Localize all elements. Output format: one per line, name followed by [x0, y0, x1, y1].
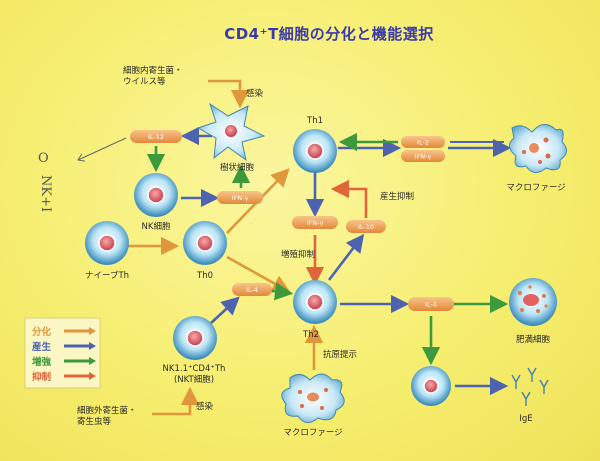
svg-text:IFN-γ: IFN-γ — [415, 153, 432, 161]
cytokine-ifng-right: IFN-γ — [401, 150, 445, 162]
il10-suppress-arrow — [330, 179, 368, 218]
th1-label: Th1 — [306, 116, 323, 126]
infection-bottom-arrow — [152, 386, 200, 416]
th2-to-il10-arrow — [327, 233, 365, 281]
nkt-to-il4-arrow — [210, 296, 240, 324]
macrophage-right: マクロファージ — [506, 124, 567, 193]
nkt-label-line2: (NKT細胞) — [174, 374, 214, 385]
legend-arrowhead — [89, 342, 96, 350]
dendritic-label: 樹状細胞 — [220, 162, 255, 173]
cytokine-il4-nkt: IL-4 — [232, 283, 272, 296]
svg-text:IL-2: IL-2 — [417, 139, 429, 147]
svg-text:IL-4: IL-4 — [246, 286, 258, 294]
legend-arrowhead — [89, 327, 96, 335]
legend-label: 産生 — [32, 341, 52, 353]
legend-arrowhead — [89, 357, 96, 365]
macrophage-bottom-label: マクロファージ — [283, 428, 342, 438]
extracellular-source-line1: 細胞外寄生菌・ — [77, 405, 137, 416]
b-cell — [411, 366, 451, 406]
cytokine-ifng-th1: IFN-γ — [292, 216, 338, 229]
handwritten-text: NK+I — [38, 175, 53, 212]
svg-text:IL-4: IL-4 — [425, 301, 437, 309]
cytokine-il2: IL-2 — [401, 136, 445, 148]
cytokine-ifng-nk: IFN-γ — [217, 191, 263, 204]
proliferation-suppression-label: 増殖抑制 — [281, 249, 315, 260]
th1-cell: Th1 — [293, 116, 337, 173]
nkt-cell: NK1.1⁺CD4⁺Th (NKT細胞) — [163, 316, 226, 385]
cytokine-il12: IL-12 — [130, 130, 182, 143]
macrophage-bottom: マクロファージ — [281, 373, 345, 438]
nk-label: NK細胞 — [142, 221, 171, 232]
handwritten-notes: O NK+I — [38, 151, 53, 212]
svg-text:IFN-γ: IFN-γ — [307, 219, 324, 227]
th2-cell: Th2 — [293, 280, 337, 340]
naive-th-cell: ナイーブTh — [85, 221, 129, 281]
intracellular-source-line2: ウイルス等 — [123, 76, 166, 87]
th0-cell: Th0 — [183, 221, 227, 281]
arrows — [78, 79, 512, 416]
diagram-title: CD4⁺T細胞の分化と機能選択 — [224, 25, 434, 43]
legend-label: 分化 — [32, 326, 52, 338]
antigen-presentation-label: 抗原提示 — [323, 349, 357, 360]
ige-label: IgE — [519, 414, 532, 424]
th0-label: Th0 — [196, 271, 213, 281]
nkt-label-line1: NK1.1⁺CD4⁺Th — [163, 364, 226, 374]
th2-label: Th2 — [302, 330, 319, 340]
legend-label: 増強 — [32, 356, 52, 368]
nk-cell: NK細胞 — [134, 173, 178, 232]
dendritic-cell: 樹状細胞 — [196, 102, 266, 173]
cytokine-il10: IL-10 — [346, 220, 386, 233]
handwritten-arrow — [78, 137, 127, 160]
handwritten-mark: O — [38, 151, 49, 166]
svg-text:IFN-γ: IFN-γ — [232, 194, 249, 202]
infection-top-label: 感染 — [246, 88, 264, 99]
cytokine-il4-th2: IL-4 — [408, 297, 454, 311]
intracellular-source-line1: 細胞内寄生菌・ — [123, 65, 183, 76]
macrophage-right-label: マクロファージ — [506, 183, 565, 193]
ige-antibodies — [511, 367, 549, 406]
legend-label: 抑制 — [32, 371, 52, 383]
mast-cell-label: 肥満細胞 — [516, 334, 551, 345]
svg-text:IL-10: IL-10 — [358, 223, 374, 231]
infection-bottom-label: 感染 — [196, 401, 214, 412]
infection-top-arrow — [208, 79, 250, 109]
naive-th-label: ナイーブTh — [85, 270, 129, 281]
legend-arrowhead — [89, 372, 96, 380]
extracellular-source-line2: 寄生虫等 — [77, 416, 112, 427]
mast-cell: 肥満細胞 — [509, 278, 557, 345]
production-suppression-label: 産生抑制 — [380, 191, 414, 202]
svg-text:IL-12: IL-12 — [148, 133, 164, 141]
